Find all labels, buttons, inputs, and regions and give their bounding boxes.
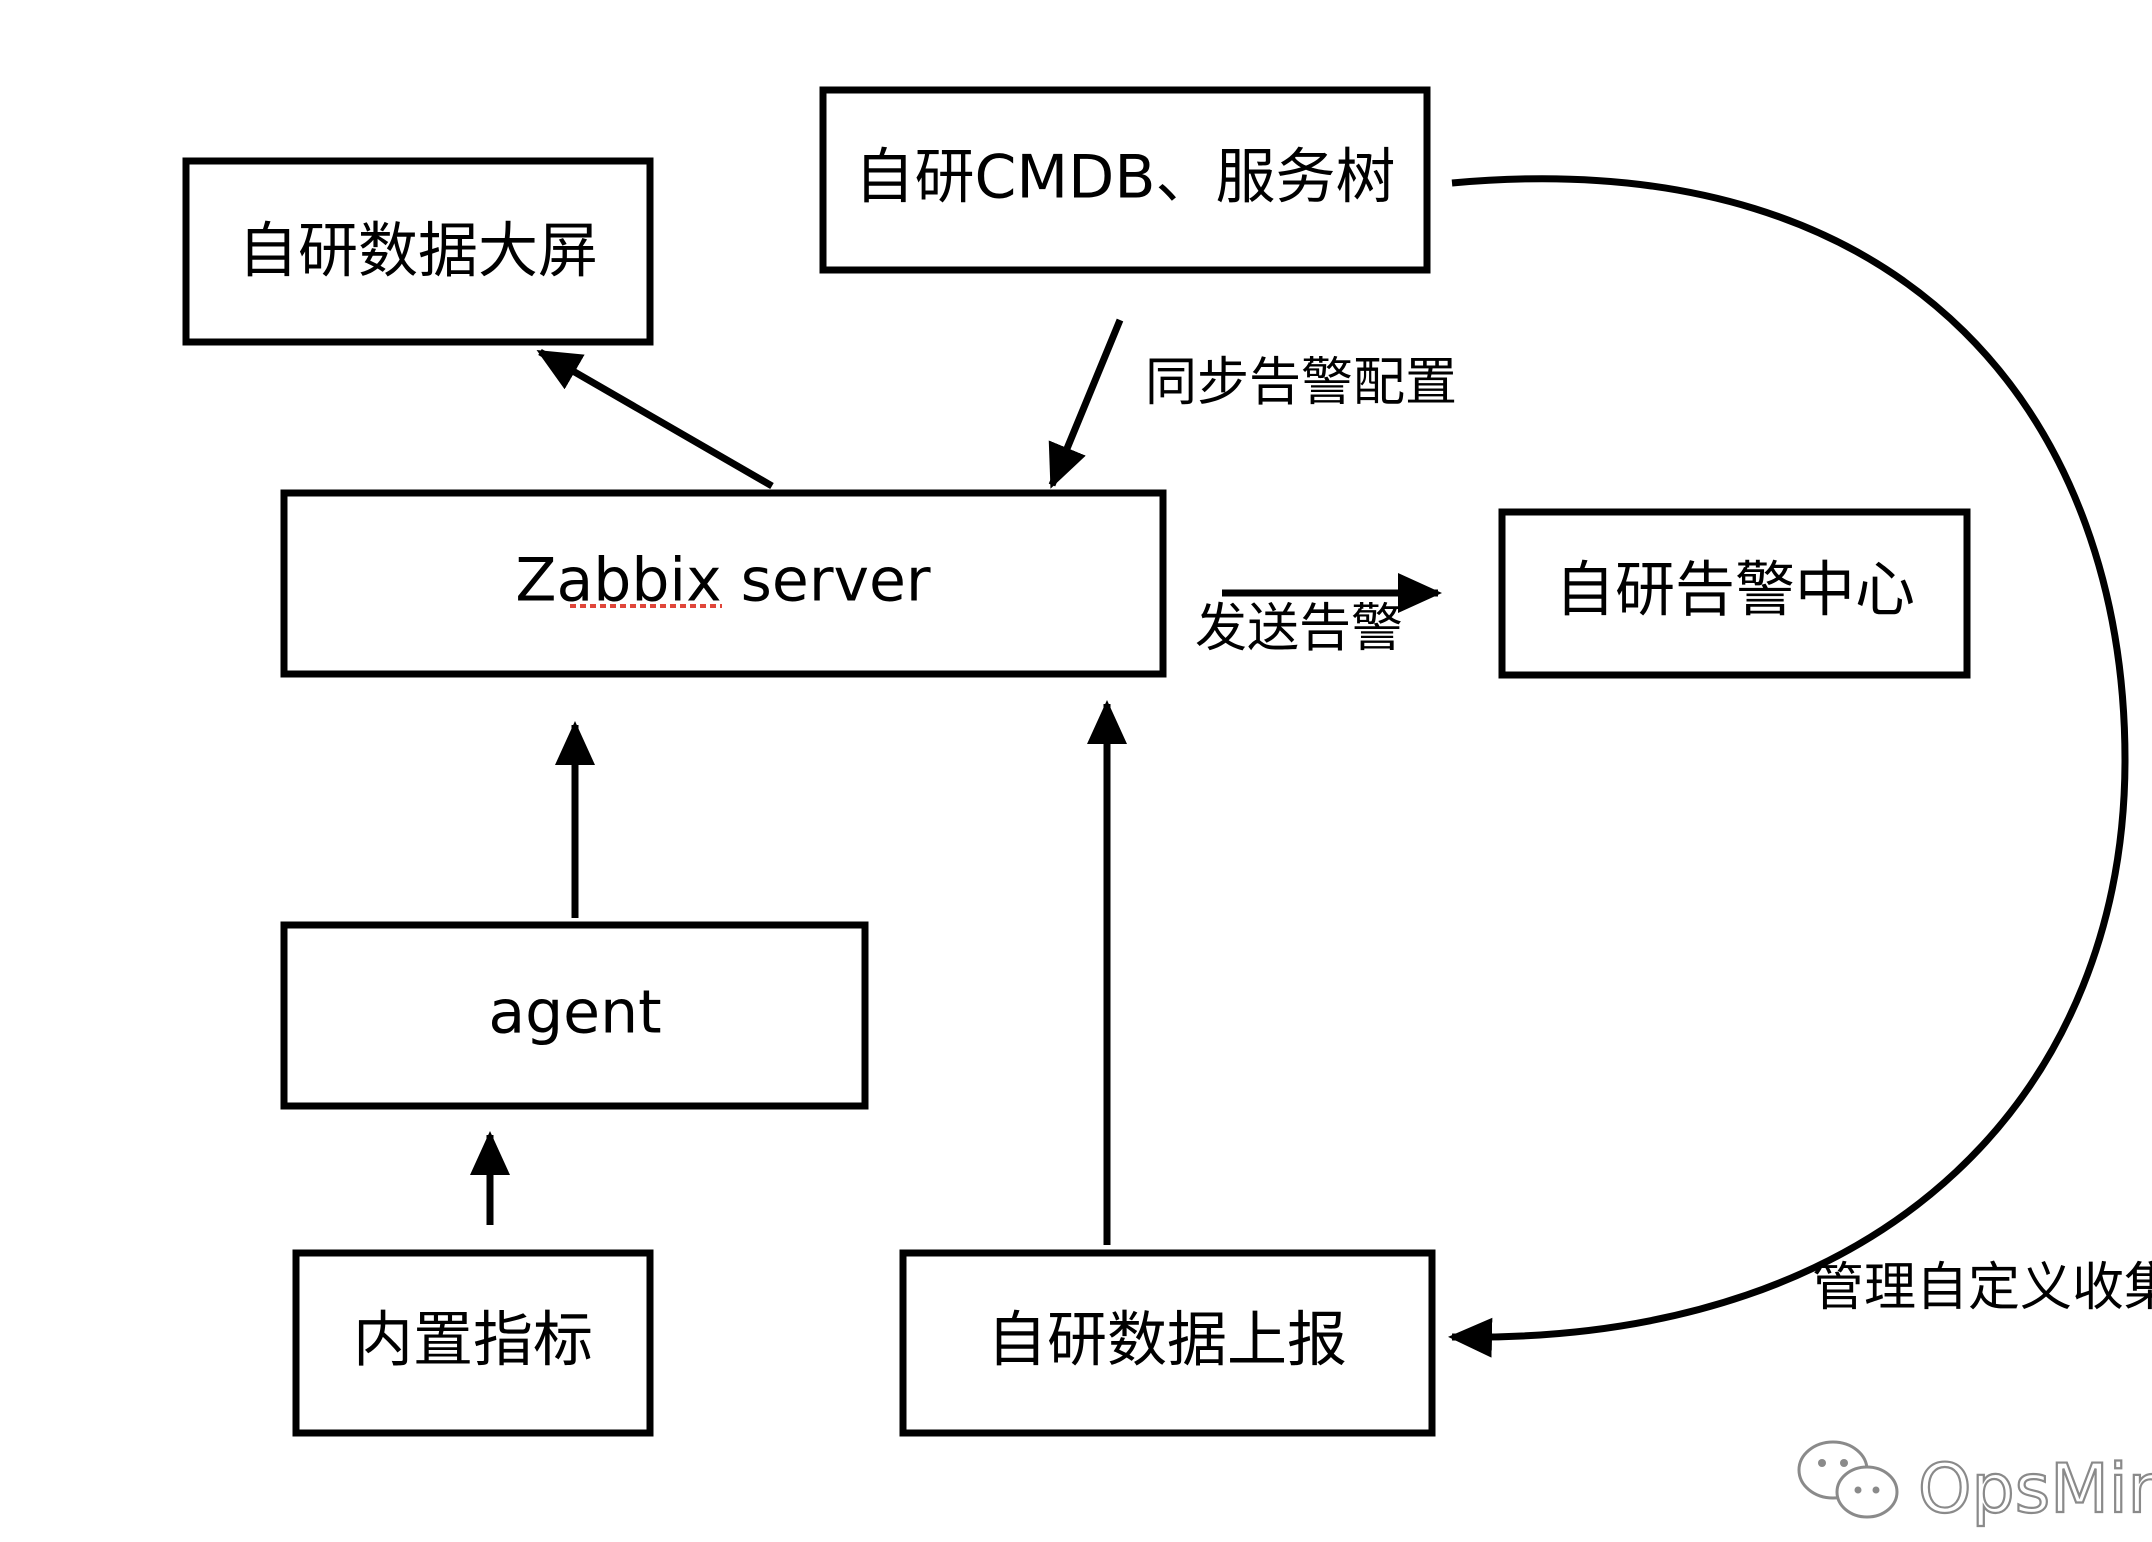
arrow-cmdb-to-custom-report [1448,175,2129,1358]
node-agent-label: agent [488,978,661,1048]
node-zabbix-server: Zabbix server [280,489,1167,678]
node-custom-report: 自研数据上报 [899,1249,1436,1437]
watermark-text: OpsMind [1918,1450,2152,1529]
node-custom-report-label: 自研数据上报 [987,1306,1347,1376]
wechat-icon [1797,1440,1899,1519]
node-builtin-metrics: 内置指标 [292,1249,654,1437]
node-agent: agent [280,921,869,1110]
arrow-cmdb-to-server [1048,318,1124,489]
node-alert-center: 自研告警中心 [1498,508,1971,679]
node-cmdb: 自研CMDB、服务树 [819,86,1431,274]
node-zabbix-server-label: Zabbix server [515,546,931,616]
node-builtin-metrics-label: 内置指标 [353,1306,593,1376]
node-dashboard-label: 自研数据大屏 [238,217,598,287]
arrow-server-to-dashboard [536,348,774,490]
edge-label-sync-alert-config: 同步告警配置 [1145,353,1457,413]
node-alert-center-label: 自研告警中心 [1555,556,1915,626]
node-dashboard: 自研数据大屏 [182,157,654,346]
node-cmdb-label: 自研CMDB、服务树 [854,143,1395,213]
edge-label-send-alert: 发送告警 [1195,599,1403,659]
edge-label-manage-custom-collection: 管理自定义收集 [1812,1258,2152,1318]
